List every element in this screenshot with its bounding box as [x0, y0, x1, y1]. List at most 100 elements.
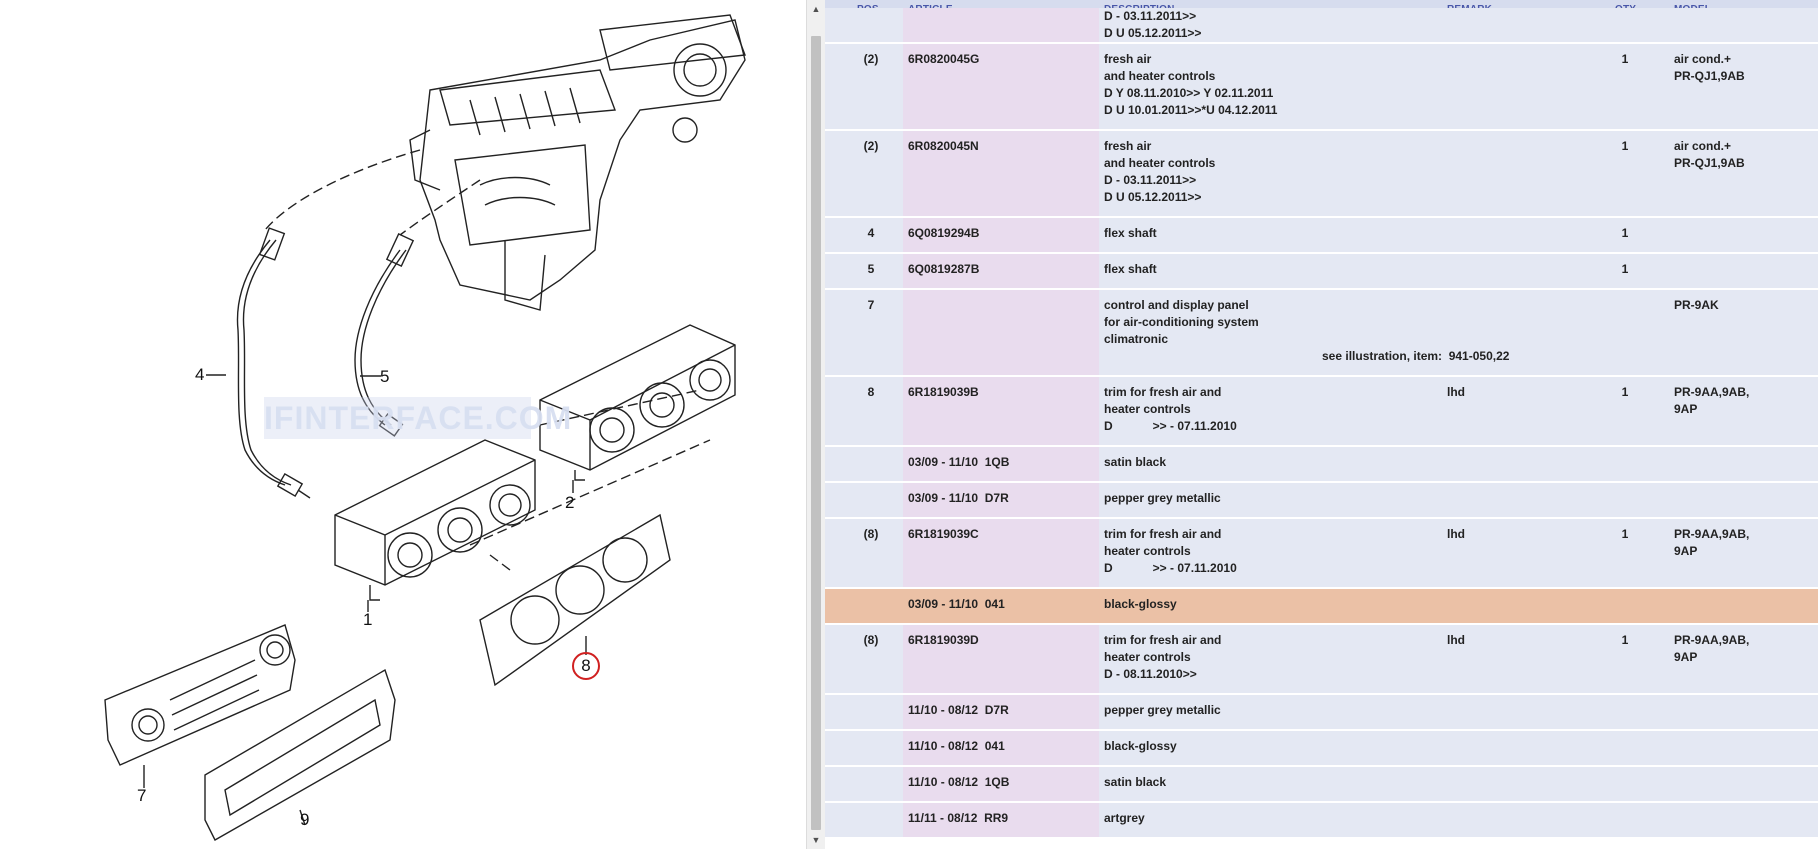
cell-article: 6R1819039D [908, 633, 979, 647]
cell-description-line: trim for fresh air and [1104, 633, 1222, 647]
cell-model-line: air cond.+ [1674, 139, 1732, 153]
cell-description-line: heater controls [1104, 544, 1191, 558]
cell-model-line: air cond.+ [1674, 52, 1732, 66]
cell-description-line: climatronic [1104, 332, 1169, 346]
article-column-bg [903, 625, 1099, 693]
cell-model-line: PR-9AA,9AB, [1674, 385, 1750, 399]
triangle-up-icon[interactable]: ▲ [811, 4, 821, 14]
cell-description-line: trim for fresh air and [1104, 385, 1222, 399]
table-row[interactable]: 11/10 - 08/12 1QB satin black [825, 767, 1818, 803]
cell-model-line: 9AP [1674, 544, 1698, 558]
cell-article: 6R0820045N [908, 139, 979, 153]
cell-pos: 5 [867, 262, 875, 276]
article-column-bg [903, 483, 1099, 517]
cell-description-line: D - 03.11.2011>> [1104, 9, 1197, 23]
cell-description-line: D U 10.01.2011>>*U 04.12.2011 [1104, 103, 1278, 117]
callout-2: 2 [565, 493, 575, 512]
article-column-bg [903, 767, 1099, 801]
cell-article: 6R1819039C [908, 527, 979, 541]
heater-housing-drawing [409, 14, 746, 311]
cell-description-line: for air-conditioning system [1104, 315, 1259, 329]
cell-article: 6Q0819294B [908, 226, 980, 240]
cell-model-line: PR-QJ1,9AB [1674, 156, 1745, 170]
trim-8-drawing [479, 513, 671, 687]
callout-4: 4 [195, 365, 205, 384]
cell-article: 03/09 - 11/10 041 [908, 597, 1005, 611]
triangle-down-icon[interactable]: ▼ [811, 835, 821, 845]
cell-qty: 1 [1621, 139, 1629, 153]
cell-model-line: 9AP [1674, 650, 1698, 664]
callout-8-selected[interactable]: 8 [572, 652, 600, 680]
watermark-text: IFINTERFACE.COM [264, 397, 571, 439]
cell-description-line: flex shaft [1104, 262, 1157, 276]
article-column-bg [903, 447, 1099, 481]
cell-article: 03/09 - 11/10 1QB [908, 455, 1010, 469]
callout-9: 9 [300, 810, 310, 829]
cell-qty: 1 [1621, 226, 1629, 240]
see-illustration-link: see illustration, item: 941-050,22 [1322, 349, 1510, 363]
article-column-bg [903, 695, 1099, 729]
cell-article: 6Q0819287B [908, 262, 980, 276]
cell-article: 03/09 - 11/10 D7R [908, 491, 1009, 505]
article-column-bg [903, 803, 1099, 837]
article-column-bg [903, 44, 1099, 129]
cell-description-line: control and display panel [1104, 298, 1249, 312]
cell-article: 6R1819039B [908, 385, 979, 399]
table-row[interactable]: 7 control and display panel for air-condit… [825, 290, 1818, 377]
cell-pos: (2) [863, 139, 879, 153]
cell-description-line: and heater controls [1104, 69, 1216, 83]
callout-7: 7 [137, 786, 147, 805]
cell-qty: 1 [1621, 385, 1629, 399]
cell-description-line: D >> - 07.11.2010 [1104, 561, 1237, 575]
article-column-bg [903, 377, 1099, 445]
cell-description-line: fresh air [1104, 52, 1152, 66]
cell-remark: lhd [1447, 385, 1465, 399]
cell-description-line: D - 08.11.2010>> [1104, 667, 1197, 681]
cell-description-line: and heater controls [1104, 156, 1216, 170]
cell-description-line: fresh air [1104, 139, 1152, 153]
cell-pos: 7 [867, 298, 875, 312]
cell-description-line: pepper grey metallic [1104, 491, 1221, 505]
cell-description-line: D - 03.11.2011>> [1104, 173, 1197, 187]
illustration-scrollbar[interactable]: ▲ ▼ [806, 0, 825, 849]
flex-shaft-5-drawing [354, 233, 415, 437]
table-row[interactable]: 11/11 - 08/12 RR9 artgrey [825, 803, 1818, 839]
cell-remark: lhd [1447, 527, 1465, 541]
parts-illustration: IFINTERFACE.COM 4 5 1 2 8 7 9 [0, 0, 806, 849]
cell-pos: (8) [863, 633, 879, 647]
cell-model-line: PR-9AK [1674, 298, 1719, 312]
cell-description-line: satin black [1104, 455, 1167, 469]
article-column-bg [903, 731, 1099, 765]
cell-article: 11/11 - 08/12 RR9 [908, 811, 1009, 825]
cell-description-line: D >> - 07.11.2010 [1104, 419, 1237, 433]
cell-model-line: PR-9AA,9AB, [1674, 633, 1750, 647]
cell-description-line: satin black [1104, 775, 1167, 789]
table-row[interactable]: (2) 6R0820045N fresh air and heater control… [825, 131, 1818, 218]
control-unit-2-drawing [539, 324, 736, 481]
cell-description-line: artgrey [1104, 811, 1145, 825]
callout-5: 5 [380, 367, 390, 386]
table-row[interactable]: 03/09 - 11/10 D7R pepper grey metallic [825, 483, 1818, 519]
cell-remark: lhd [1447, 633, 1465, 647]
cell-description-line: trim for fresh air and [1104, 527, 1222, 541]
parts-table: POS ARTICLE DESCRIPTION REMARK QTY MODEL… [825, 0, 1818, 849]
article-column-bg [903, 218, 1099, 252]
table-row[interactable]: 03/09 - 11/10 1QB satin black [825, 447, 1818, 483]
cell-pos: 4 [867, 226, 875, 240]
table-row[interactable]: D - 03.11.2011>>D U 05.12.2011>> [825, 8, 1818, 44]
cell-article: 11/10 - 08/12 1QB [908, 775, 1010, 789]
control-unit-1-drawing [334, 439, 536, 601]
article-column-bg [903, 290, 1099, 375]
cell-description-line: heater controls [1104, 402, 1191, 416]
flex-shaft-4-drawing [236, 227, 311, 499]
scrollbar-thumb[interactable] [811, 36, 821, 830]
